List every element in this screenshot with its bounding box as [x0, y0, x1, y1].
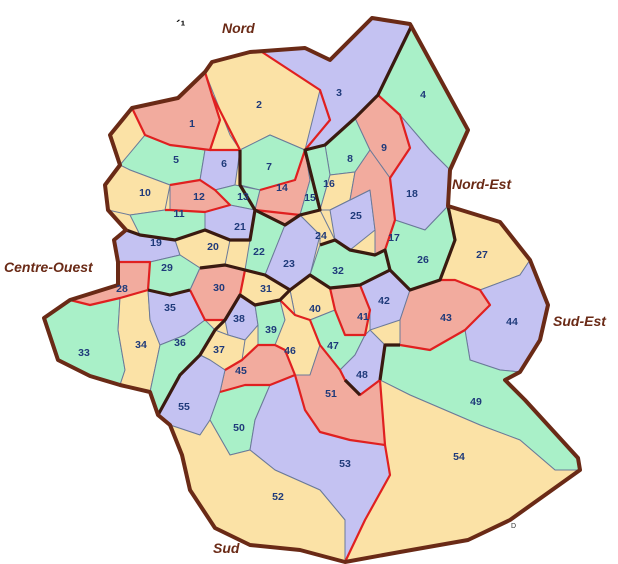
zone-label-5: 5: [173, 154, 179, 166]
region-label-centre-ouest: Centre-Ouest: [4, 259, 94, 275]
zone-label-2: 2: [256, 99, 262, 111]
zone-label-7: 7: [266, 161, 272, 173]
zone-label-37: 37: [213, 344, 225, 356]
zone-label-28: 28: [116, 283, 128, 295]
zone-label-45: 45: [235, 365, 247, 377]
zone-label-21: 21: [234, 221, 246, 233]
region-label-nord-est: Nord-Est: [452, 176, 512, 192]
zone-label-52: 52: [272, 491, 284, 503]
region-separator: [238, 24, 414, 227]
zone-label-16: 16: [323, 178, 335, 190]
zone-label-27: 27: [476, 249, 488, 261]
zone-label-24: 24: [315, 230, 327, 242]
zone-label-10: 10: [139, 187, 151, 199]
corner-mark: D: [511, 523, 516, 530]
zone-label-17: 17: [388, 232, 400, 244]
region-label-nord: Nord: [222, 20, 255, 36]
zone-label-36: 36: [174, 337, 186, 349]
zone-label-8: 8: [347, 153, 353, 165]
zone-label-18: 18: [406, 188, 418, 200]
zone-label-46: 46: [284, 345, 296, 357]
zone-label-48: 48: [356, 369, 368, 381]
zone-label-19: 19: [150, 237, 162, 249]
zone-label-42: 42: [378, 295, 390, 307]
zone-label-22: 22: [253, 246, 265, 258]
red-boundary: [354, 93, 412, 256]
zone-label-50: 50: [233, 422, 245, 434]
red-boundary: [211, 51, 332, 151]
zone-label-43: 43: [440, 312, 452, 324]
zone-label-49: 49: [470, 396, 482, 408]
top-glyph: ´¹: [176, 17, 186, 33]
zone-label-44: 44: [506, 316, 518, 328]
zone-label-15: 15: [304, 192, 316, 204]
zone-label-23: 23: [283, 258, 295, 270]
zone-label-54: 54: [453, 451, 465, 463]
zone-label-9: 9: [381, 142, 387, 154]
zone-label-51: 51: [325, 388, 337, 400]
red-boundary: [399, 278, 492, 352]
zone-label-47: 47: [327, 340, 339, 352]
zone-label-33: 33: [78, 347, 90, 359]
zone-label-3: 3: [336, 87, 342, 99]
zone-label-30: 30: [213, 282, 225, 294]
red-boundary: [219, 343, 296, 394]
region-label-sud-est: Sud-Est: [553, 313, 607, 329]
zone-label-26: 26: [417, 254, 429, 266]
region-separator: [319, 205, 457, 292]
zone-label-32: 32: [332, 265, 344, 277]
zone-label-11: 11: [173, 208, 184, 220]
red-boundary: [131, 70, 222, 152]
zone-label-39: 39: [265, 324, 277, 336]
red-boundary: [69, 260, 152, 307]
map-outline: [42, 16, 582, 564]
zone-label-20: 20: [207, 241, 219, 253]
red-boundary: [165, 178, 232, 214]
zone-label-1: 1: [189, 118, 195, 130]
zone-label-13: 13: [237, 191, 249, 203]
zone-label-6: 6: [221, 158, 227, 170]
zone-label-4: 4: [420, 89, 426, 101]
red-boundary: [344, 444, 392, 563]
zone-label-38: 38: [233, 313, 245, 325]
region-separator: [343, 343, 400, 397]
zone-label-14: 14: [276, 182, 288, 194]
zone-label-40: 40: [309, 303, 321, 315]
region-label-sud: Sud: [213, 540, 240, 556]
zone-label-53: 53: [339, 458, 351, 470]
zone-label-29: 29: [161, 262, 173, 274]
zone-label-55: 55: [178, 401, 190, 413]
region-separator: [156, 288, 292, 416]
zone-label-12: 12: [193, 191, 205, 203]
zone-label-35: 35: [164, 302, 176, 314]
zone-label-41: 41: [357, 311, 369, 323]
zone-label-34: 34: [135, 339, 147, 351]
zone-label-25: 25: [350, 210, 362, 222]
zone-label-31: 31: [260, 283, 272, 295]
